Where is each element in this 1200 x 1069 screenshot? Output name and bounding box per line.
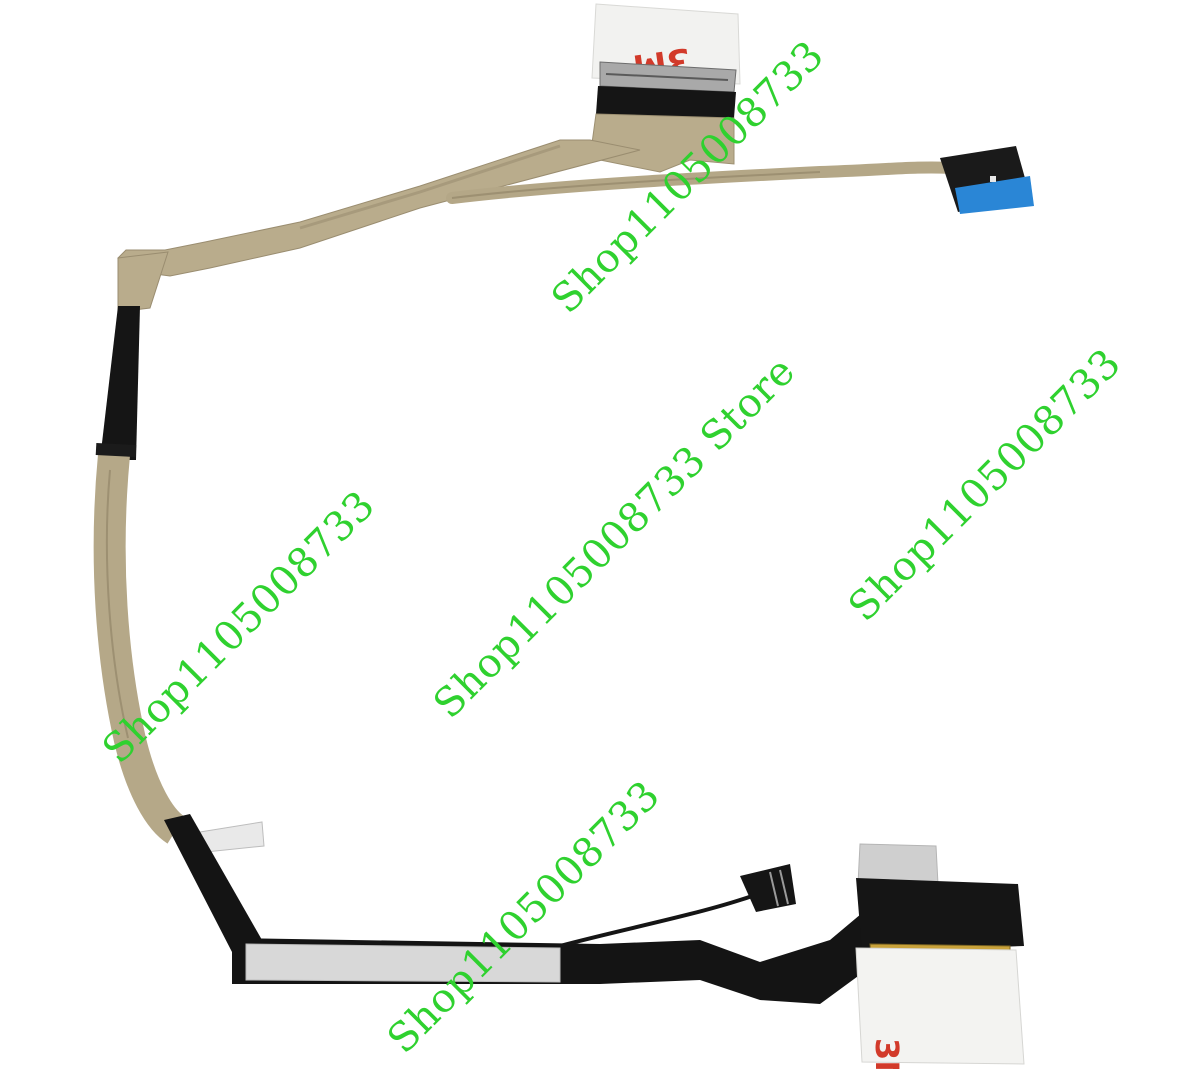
webcam-branch xyxy=(446,161,956,204)
tape-3m-mark-bottom: 3M xyxy=(868,1038,906,1069)
top-connector: 3M xyxy=(589,3,741,173)
bottom-connector: 3M xyxy=(855,843,1025,1069)
cable-left-run xyxy=(93,251,186,844)
blue-connector xyxy=(940,146,1034,214)
cable-lower-black xyxy=(164,814,900,1004)
cable-shield-upper xyxy=(117,139,641,277)
